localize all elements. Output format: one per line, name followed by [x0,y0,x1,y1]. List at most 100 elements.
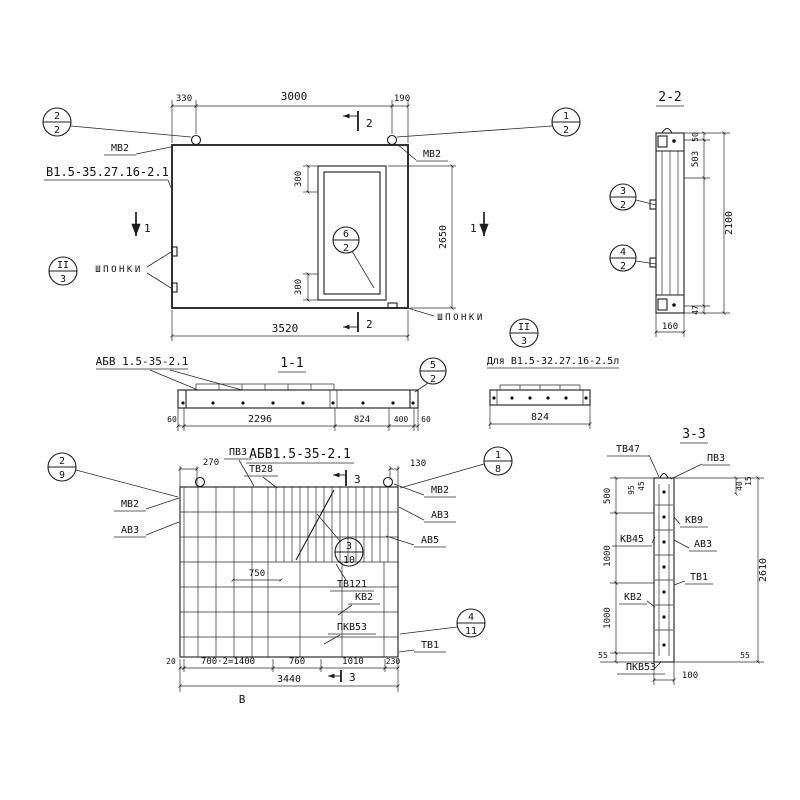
loop-right [382,476,394,488]
svg-text:ТВ47: ТВ47 [616,444,640,455]
opening [317,165,387,301]
section-marker-2-top: 2 [343,111,373,131]
svg-text:АВ3: АВ3 [431,510,449,521]
callout-top-right: 1 2 [396,107,581,138]
svg-text:КВ2: КВ2 [355,592,373,603]
dim-100: 100 [652,662,698,685]
dim-503-value: 503 [691,151,701,167]
svg-text:10: 10 [343,555,355,566]
dim-230-value: 230 [386,657,401,666]
svg-text:ТВ28: ТВ28 [249,464,273,475]
dim-760-value: 760 [289,657,305,667]
svg-text:ПВ3: ПВ3 [229,447,247,458]
dim-330-value: 330 [176,94,192,104]
dim-20-value: 20 [166,657,176,666]
svg-text:2: 2 [620,200,626,211]
loop-top [661,127,673,134]
rebar-grid [179,476,399,658]
dims-section-3-3-left: 500 1000 1000 55 95 45 [598,476,654,664]
label-av3-section: АВ3 [673,539,717,552]
svg-text:МВ2: МВ2 [431,485,449,496]
svg-text:АВ5: АВ5 [421,535,439,546]
dim-750-value: 750 [249,569,265,579]
view-elevation: 300 300 6 2 330 3000 190 [42,90,581,348]
label-kv2-reinf: КВ2 [337,592,380,616]
svg-text:2: 2 [430,374,436,385]
label-av5: АВ5 [385,535,446,548]
lifting-loop-right [386,134,398,146]
dim-160: 160 [654,313,686,337]
callout-4-11: 4 11 [399,608,486,638]
svg-text:2: 2 [620,261,626,272]
svg-text:5: 5 [430,360,436,371]
label-mv2-reinf-left: МВ2 [114,497,180,512]
dim-3440-value: 3440 [277,674,301,685]
section-marker-3-bottom: 3 [328,670,356,684]
label-av3-reinf-right: АВ3 [398,506,456,523]
loop-top-33 [659,472,669,479]
dim-1000-upper-value: 1000 [603,545,613,567]
dims-section-3-3-right: 40 15 2610 55 [674,476,769,664]
edge-key-upper [649,199,657,210]
label-tv1-reinf: ТВ1 [398,640,446,653]
dim-750: 750 [231,569,283,582]
dim-40-value: 40 [735,481,744,491]
section-2-bottom-label: 2 [366,318,373,331]
svg-text:МВ2: МВ2 [423,149,441,160]
label-pv3-section: ПВ3 [670,453,730,480]
callout-5-2: 5 2 [414,357,447,393]
svg-text:3: 3 [346,541,352,552]
svg-text:1-1: 1-1 [280,356,303,371]
dim-300-bottom-value: 300 [294,279,304,295]
svg-text:11: 11 [465,626,477,637]
dim-270: 270 [178,458,219,487]
dim-95-value: 95 [627,485,636,495]
dim-45-value: 45 [637,481,646,491]
dim-3000-value: 3000 [281,90,308,103]
svg-text:9: 9 [59,470,65,481]
svg-text:КВ2: КВ2 [624,592,642,603]
dim-2610-value: 2610 [758,558,769,582]
label-tv1-section: ТВ1 [673,572,713,586]
diagonal-bar [295,489,335,561]
variant-label: Для В1.5-32.27.16-2.5л [487,356,619,367]
variant-piece: Для В1.5-32.27.16-2.5л 824 [487,356,619,429]
label-shponki-bottom: ШПОНКИ [437,313,485,323]
dim-60-right-value: 60 [421,415,431,424]
svg-text:АБВ1.5-35-2.1: АБВ1.5-35-2.1 [249,447,351,462]
loop-left [194,476,206,488]
label-pkv53-section: ПКВ53 [617,661,665,675]
dim-700x2-value: 700·2=1400 [201,657,255,667]
reinforcement-title: АБВ1.5-35-2.1 [246,447,354,464]
svg-text:ПВ3: ПВ3 [707,453,725,464]
svg-text:МВ2: МВ2 [121,499,139,510]
svg-text:3-3: 3-3 [682,427,705,442]
callout-opening: 6 2 [332,226,375,289]
svg-text:II: II [518,322,530,333]
section-1-1-title: 1-1 [278,356,306,373]
variant-dim-824-value: 824 [531,412,549,423]
panel-outline [171,144,409,309]
section-3-bottom-label: 3 [349,671,356,684]
callout-shponki-left: II 3 ШПОНКИ [48,246,178,293]
svg-text:2-2: 2-2 [658,90,681,105]
svg-text:2: 2 [54,125,60,136]
dim-2650-value: 2650 [438,225,449,249]
dim-row-top: 330 3000 190 [170,90,410,143]
svg-text:1: 1 [563,111,569,122]
svg-text:4: 4 [468,612,474,623]
section-1-1-body [177,389,419,409]
label-shponki-left: ШПОНКИ [95,265,143,275]
section-1-left-label: 1 [144,222,151,235]
callout-shponki-bottom: ШПОНКИ II 3 [387,302,539,348]
dim-160-value: 160 [662,322,678,332]
dim-55-left-value: 55 [598,651,608,660]
dim-3520-value: 3520 [272,322,299,335]
label-kv45: КВ45 [612,534,656,547]
dims-section-1-1: 60 2296 824 400 60 [167,408,431,431]
label-tv28: ТВ28 [244,464,278,489]
view-section-2-2: 2-2 50 503 47 2100 [609,90,735,337]
section-2-top-label: 2 [366,117,373,130]
dim-300-top: 300 [294,164,318,194]
